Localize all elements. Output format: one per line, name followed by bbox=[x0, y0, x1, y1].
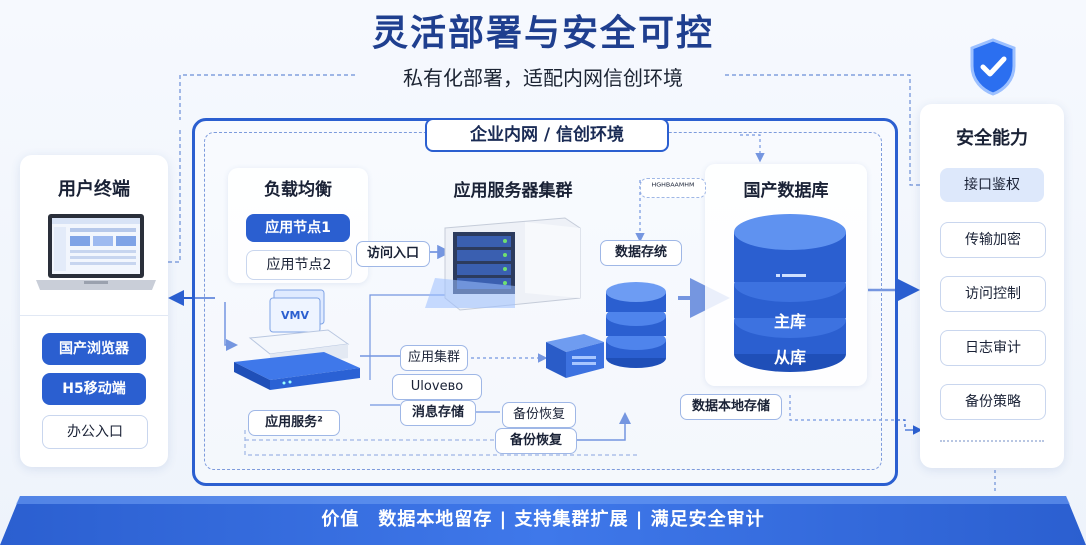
access-control-item[interactable]: 访问控制 bbox=[940, 276, 1046, 312]
app-cluster-title: 应用服务器集群 bbox=[453, 181, 573, 201]
api-auth-item[interactable]: 接口鉴权 bbox=[940, 168, 1044, 202]
app-cluster-tag: 应用集群 bbox=[400, 345, 468, 371]
app-service-tag: 应用服务² bbox=[248, 410, 340, 436]
local-storage-tag: 数据本地存储 bbox=[680, 394, 782, 420]
user-terminal-title: 用户终端 bbox=[58, 179, 130, 200]
app-server-rack-icon bbox=[425, 217, 581, 311]
access-entry-tag: 访问入口 bbox=[356, 241, 430, 267]
more-dots bbox=[940, 440, 1044, 442]
log-audit-item[interactable]: 日志审计 bbox=[940, 330, 1046, 366]
message-storage-tag: 消息存储 bbox=[400, 400, 476, 426]
shield-check-icon bbox=[970, 38, 1016, 96]
database-title: 国产数据库 bbox=[743, 181, 829, 201]
dotted-top-tag: ᴴᴳᴴᴮᴬᴬᴹᴴᴹ bbox=[640, 178, 706, 198]
bottom-value-text: 价值 数据本地留存 | 支持集群扩展 | 满足安全审计 bbox=[321, 509, 765, 530]
data-storage-db-icon bbox=[606, 282, 666, 368]
backup-restore-tag-1: 备份恢复 bbox=[502, 402, 576, 428]
security-title: 安全能力 bbox=[956, 128, 1028, 149]
load-balance-title: 负载均衡 bbox=[264, 180, 332, 200]
page-subtitle: 私有化部署，适配内网信创环境 bbox=[403, 66, 683, 90]
backup-restore-tag-2: 备份恢复 bbox=[495, 428, 577, 454]
app-node-1-button[interactable]: 应用节点1 bbox=[246, 214, 350, 242]
database-master-label: 主库 bbox=[773, 312, 806, 331]
small-server-icon bbox=[546, 334, 604, 378]
intranet-label: 企业内网 / 信创环境 bbox=[425, 118, 669, 152]
app-node-2-button[interactable]: 应用节点2 bbox=[246, 250, 352, 280]
load-balancer-device-icon: VMV bbox=[234, 289, 360, 390]
laptop-icon bbox=[36, 214, 156, 290]
panel-divider bbox=[20, 315, 168, 316]
data-storage-tag: 数据存统 bbox=[600, 240, 682, 266]
svg-text:VMV: VMV bbox=[281, 309, 309, 322]
transport-encryption-item[interactable]: 传输加密 bbox=[940, 222, 1046, 258]
garbled-tag: Uloveвo Bsea bbox=[392, 374, 482, 418]
office-entry-button[interactable]: 办公入口 bbox=[42, 415, 148, 449]
backup-strategy-item[interactable]: 备份策略 bbox=[940, 384, 1046, 420]
h5-mobile-button[interactable]: H5移动端 bbox=[42, 373, 146, 405]
database-cylinder-icon bbox=[734, 214, 846, 372]
page-title: 灵活部署与安全可控 bbox=[371, 13, 714, 54]
browser-button[interactable]: 国产浏览器 bbox=[42, 333, 146, 365]
user-terminal-panel: 用户终端 国产浏览器 H5移动端 办公入口 bbox=[20, 155, 168, 467]
database-slave-label: 从库 bbox=[773, 348, 806, 367]
bottom-value-bar bbox=[0, 496, 1086, 545]
